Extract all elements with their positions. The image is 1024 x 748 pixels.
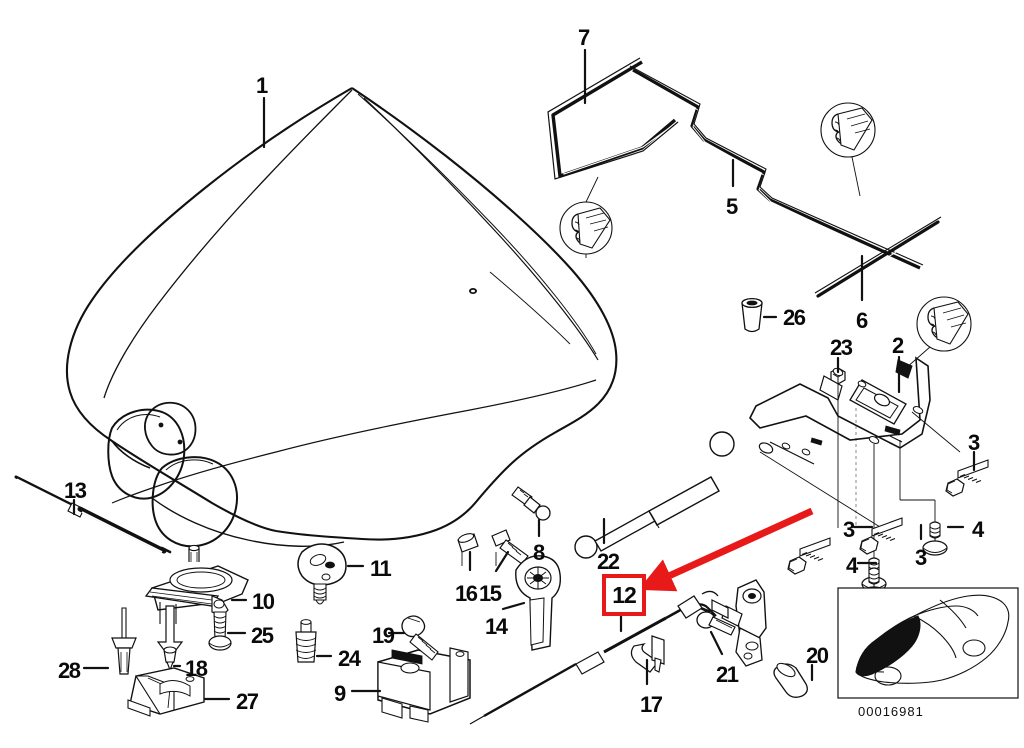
callout-number-expanding-rivet: 18	[185, 656, 208, 681]
pin-bolt-part-15	[491, 529, 529, 566]
callout-number-gas-pressure-strut: 13	[64, 478, 87, 503]
leader-line-fastening-screw	[709, 630, 724, 656]
callout-number-bushing: 16	[455, 581, 478, 606]
callout-number-release-handle-knob: 20	[806, 643, 829, 668]
leader-line-catch-hook-lever	[501, 601, 526, 611]
callout-number-pan-head-screw: 4	[972, 517, 984, 542]
callout-number-hood-stop-bracket: 10	[252, 589, 275, 614]
callout-number-hood-seal-front: 7	[578, 25, 590, 50]
hood-stop-bracket-part-10	[144, 544, 249, 659]
hood-seal-part-6	[814, 216, 942, 300]
highlight-arrow	[638, 507, 814, 592]
highlighted-part-number: 12	[612, 581, 637, 608]
screw-part-3-left	[787, 537, 831, 575]
cable-clip-part-17	[630, 635, 665, 673]
callout-number-rubber-buffer-oval: 11	[370, 556, 392, 581]
seal-detail-circle-upper-right	[820, 102, 876, 197]
callout-number-cable-clip: 17	[640, 692, 663, 717]
callout-number-engine-hood: 1	[256, 73, 268, 98]
bracket-plate-part-27	[127, 667, 205, 717]
callout-number-gas-spring-strut: 22	[597, 549, 620, 574]
callout-number-hood-seal-side: 6	[856, 308, 868, 333]
callout-number-hex-bolt-with-washer: 3	[843, 517, 855, 542]
leader-line-pin-bolt	[494, 550, 510, 573]
highlighted-part-number-box[interactable]: 12	[602, 574, 646, 616]
seal-detail-circle-lower-left	[559, 176, 613, 258]
release-knob-part-20	[773, 662, 808, 698]
screw-part-3-mid	[859, 517, 903, 555]
grommet-plug-part-26	[741, 297, 763, 333]
callout-number-catch-hook-lever: 14	[485, 614, 508, 639]
callout-number-adjusting-buffer: 24	[338, 646, 361, 671]
rubber-buffer-part-11	[297, 543, 347, 605]
hood-hinge-part-2	[749, 356, 931, 465]
callout-number-self-tapping-screw: 25	[251, 623, 274, 648]
hood-latch-part-9	[377, 647, 471, 723]
gas-spring-part-22	[574, 431, 735, 559]
fastening-screw-part-21	[696, 611, 736, 636]
vehicle-locator-inset	[837, 587, 1019, 699]
callout-number-ball-pin: 8	[533, 540, 545, 565]
hood-front-grille	[107, 401, 345, 548]
hood-seal-part-7	[547, 57, 679, 180]
hex-socket-screw-part-19	[401, 615, 439, 661]
callout-number-hood-hinge: 2	[892, 333, 904, 358]
callout-number-hex-socket-screw: 19	[372, 623, 395, 648]
callout-number-pin-bolt: 15	[479, 581, 502, 606]
callout-number-body-nut-clip: 28	[58, 658, 81, 683]
expanding-rivet-part-18	[163, 646, 177, 672]
callout-number-bracket-plate: 27	[236, 689, 259, 714]
body-nut-clip-part-28	[111, 607, 137, 675]
seal-detail-circle-lower-right	[905, 296, 972, 369]
catch-hook-part-14	[515, 555, 562, 651]
adjusting-buffer-part-24	[295, 619, 317, 663]
callout-number-hex-nut: 23	[830, 335, 853, 360]
callout-number-hex-bolt-with-washer: 3	[968, 430, 980, 455]
callout-number-pan-head-screw: 4	[846, 553, 858, 578]
callout-number-grommet-plug: 26	[783, 305, 806, 330]
self-tapping-screw-part-25	[208, 611, 232, 651]
gas-strut-part-13	[14, 475, 172, 554]
callout-number-hood-latch-lower: 9	[334, 681, 346, 706]
callout-number-fastening-screw: 21	[716, 662, 739, 687]
hood-seal-part-5	[629, 65, 924, 272]
ball-pin-part-8	[511, 486, 551, 521]
bowden-cable-part-12	[469, 590, 719, 725]
release-lever-assembly	[711, 579, 767, 667]
screw-part-3-right	[945, 459, 989, 497]
callout-leader-lines	[72, 48, 976, 701]
hood-outline	[65, 87, 618, 541]
callout-number-hood-seal-long: 5	[726, 194, 738, 219]
diagram-id-caption: 00016981	[858, 704, 924, 719]
bushing-part-16	[457, 533, 479, 566]
callout-number-hex-bolt-with-washer: 3	[915, 545, 927, 570]
